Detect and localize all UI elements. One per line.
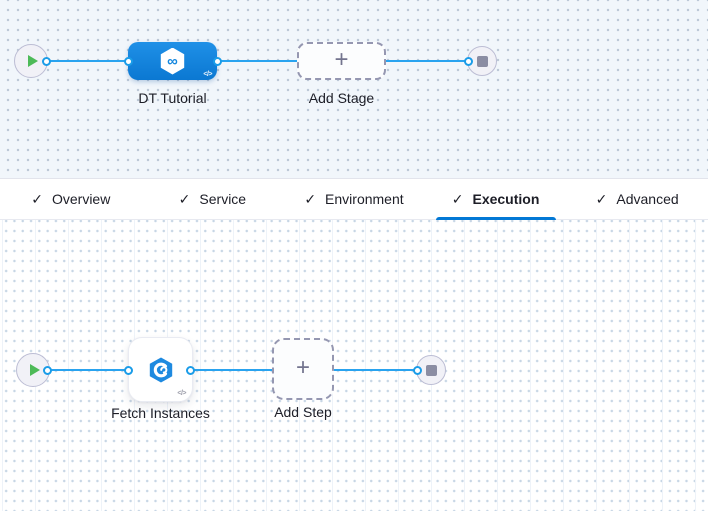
- add-step-button[interactable]: +: [272, 338, 334, 400]
- connector-dot: [42, 365, 52, 375]
- tab-label: Advanced: [616, 191, 679, 207]
- stage-graph-canvas[interactable]: ∞ </> + DT Tutorial Add Stage: [0, 0, 708, 178]
- plus-icon: +: [334, 46, 349, 73]
- check-icon: ✓: [31, 191, 43, 207]
- add-step-label: Add Step: [274, 404, 332, 420]
- execution-graph-canvas[interactable]: </> + Fetch Instances Add Step: [0, 220, 708, 511]
- step-name-label: Fetch Instances: [111, 405, 210, 421]
- connector-dot: [41, 56, 51, 66]
- tab-environment[interactable]: ✓ Environment: [283, 179, 425, 219]
- stop-icon: [476, 55, 488, 67]
- connector-dot: [123, 365, 133, 375]
- check-icon: ✓: [451, 191, 464, 207]
- stage-name-label: DT Tutorial: [138, 90, 207, 106]
- link-step-to-addstep: [190, 369, 274, 371]
- link-start-to-step: [47, 369, 130, 371]
- tab-label: Overview: [51, 191, 111, 207]
- connector-dot: [464, 56, 473, 66]
- cd-stage-infinity-hexagon-icon: ∞: [160, 47, 185, 75]
- pipeline-stage-tabbar: ✓ Overview ✓ Service ✓ Environment ✓ Exe…: [0, 178, 708, 220]
- tab-advanced[interactable]: ✓ Advanced: [566, 179, 708, 219]
- add-stage-label: Add Stage: [308, 90, 375, 106]
- tab-service[interactable]: ✓ Service: [142, 179, 284, 219]
- plus-icon: +: [295, 354, 310, 381]
- tab-label: Environment: [325, 191, 404, 207]
- play-icon: [29, 364, 40, 376]
- check-icon: ✓: [304, 191, 317, 207]
- connector-dot: [212, 56, 222, 66]
- link-addstep-to-end: [334, 369, 418, 371]
- step-node-fetch-instances[interactable]: </>: [128, 337, 193, 402]
- tab-overview[interactable]: ✓ Overview: [0, 179, 142, 219]
- stop-icon: [425, 364, 437, 376]
- add-stage-button[interactable]: +: [297, 42, 386, 80]
- tab-label: Service: [199, 191, 247, 207]
- link-addstage-to-end: [386, 60, 469, 62]
- tab-label: Execution: [472, 191, 540, 207]
- check-icon: ✓: [595, 191, 608, 207]
- connector-dot: [186, 365, 195, 375]
- fetch-instances-hexagon-icon: [149, 357, 172, 382]
- link-stage-to-addstage: [217, 60, 299, 62]
- link-start-to-stage: [46, 60, 132, 62]
- tab-execution[interactable]: ✓ Execution: [425, 179, 567, 219]
- play-icon: [27, 55, 38, 67]
- stage-node-dt-tutorial[interactable]: ∞ </>: [128, 42, 217, 80]
- connector-dot: [123, 56, 133, 66]
- code-view-icon: </>: [177, 390, 186, 397]
- infinity-glyph: ∞: [167, 52, 178, 70]
- code-view-icon: </>: [203, 71, 212, 78]
- check-icon: ✓: [178, 191, 191, 207]
- connector-dot: [413, 365, 422, 375]
